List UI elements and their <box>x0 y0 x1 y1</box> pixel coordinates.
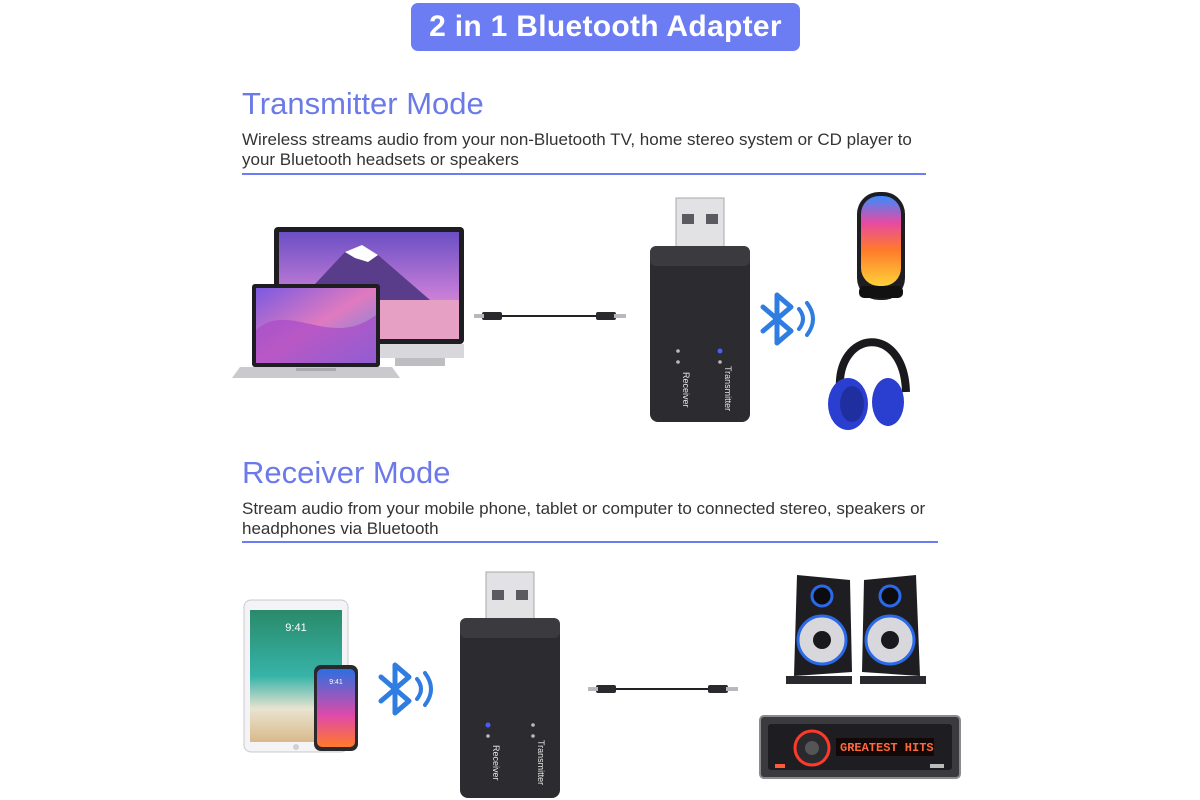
adapter-transmitter-label-2: Transmitter <box>536 740 546 785</box>
car-stereo-display: GREATEST HITS <box>840 741 934 755</box>
adapter-transmitter-label: Transmitter <box>723 366 733 411</box>
portable-speaker <box>857 192 905 300</box>
transmitter-mode-title: Transmitter Mode <box>242 86 484 121</box>
car-stereo: GREATEST HITS <box>759 715 961 779</box>
bluetooth-icon-receiver <box>378 662 433 716</box>
headphones <box>828 338 910 430</box>
bluetooth-adapter-receiver: Receiver Transmitter <box>460 571 560 798</box>
tablet-time: 9:41 <box>285 622 306 634</box>
adapter-receiver-label-2: Receiver <box>491 745 501 781</box>
transmitter-led <box>717 348 723 354</box>
receiver-divider <box>242 541 938 543</box>
transmitter-description-line-1: Wireless streams audio from your non-Blu… <box>242 130 912 149</box>
transmitter-mode-description: Wireless streams audio from your non-Blu… <box>242 130 912 170</box>
page-title-badge: 2 in 1 Bluetooth Adapter <box>411 3 800 51</box>
laptop <box>232 284 400 378</box>
transmitter-divider <box>242 173 926 175</box>
smartphone: 9:41 <box>314 665 358 751</box>
aux-cable <box>474 312 626 320</box>
page-title: 2 in 1 Bluetooth Adapter <box>429 10 782 43</box>
receiver-mode-description: Stream audio from your mobile phone, tab… <box>242 499 925 539</box>
bluetooth-icon <box>760 292 815 346</box>
receiver-led <box>485 722 491 728</box>
phone-time: 9:41 <box>329 679 343 686</box>
receiver-mode-title: Receiver Mode <box>242 455 451 490</box>
adapter-receiver-label: Receiver <box>681 372 691 408</box>
aux-cable-receiver <box>588 685 738 693</box>
bookshelf-speakers <box>786 575 926 684</box>
receiver-description-line-2: headphones via Bluetooth <box>242 519 439 538</box>
bluetooth-adapter-transmitter: Receiver Transmitter <box>650 197 750 422</box>
receiver-description-line-1: Stream audio from your mobile phone, tab… <box>242 499 926 518</box>
transmitter-description-line-2: your Bluetooth headsets or speakers <box>242 150 519 169</box>
